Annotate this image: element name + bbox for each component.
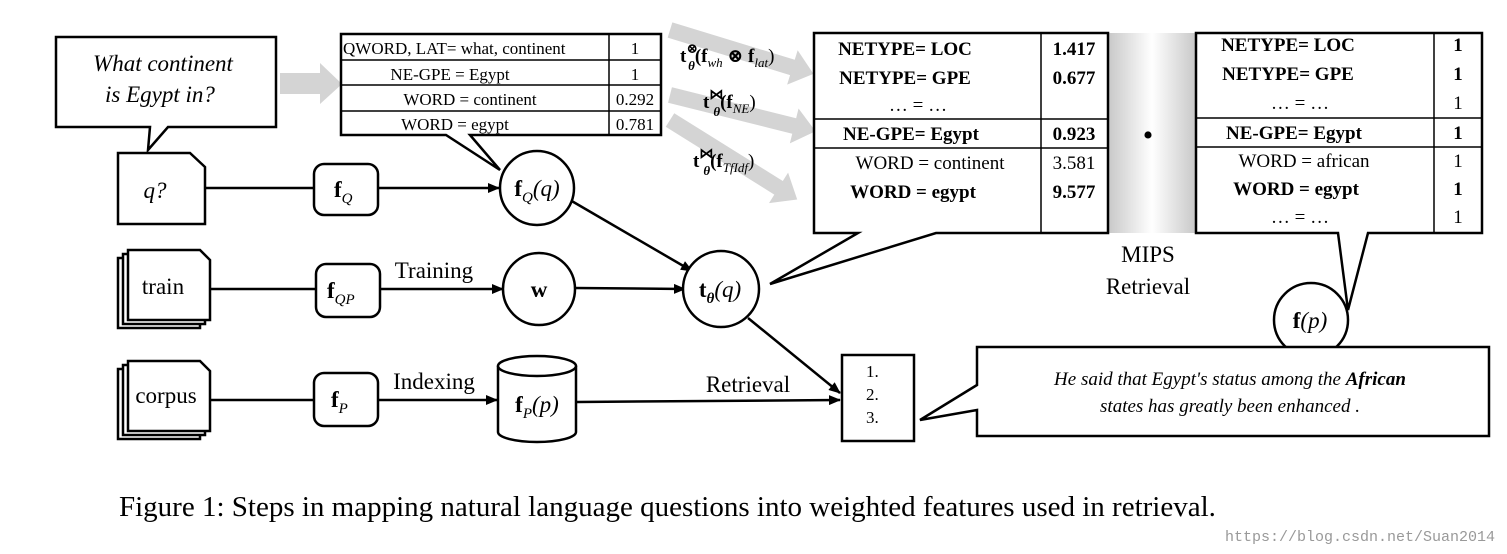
- circle-t-label: tθ(q): [699, 277, 741, 307]
- ptable-value-6: 1: [1453, 207, 1463, 228]
- doc-corpus-label: corpus: [135, 383, 196, 408]
- passage-line1: He said that Egypt's status among the Af…: [1053, 369, 1406, 390]
- circle-w-label: w: [531, 277, 548, 302]
- ptable-value-3: 1: [1453, 123, 1463, 144]
- doc-corpus: corpus: [116, 359, 212, 441]
- qtable-feature-2: WORD = continent: [403, 90, 537, 109]
- ptable-value-0: 1: [1453, 35, 1463, 56]
- result-item-2: 2.: [866, 385, 879, 404]
- dot-product-symbol: •: [1143, 119, 1154, 152]
- wtable-feature-2: … = …: [889, 95, 947, 116]
- qtable-value-0: 1: [631, 39, 640, 58]
- doc-corpus-layer-1: [126, 359, 212, 433]
- doc-train-layer-1: [126, 248, 212, 322]
- fn-box-fqp: fQP: [314, 262, 382, 319]
- wtable-value-0: 1.417: [1053, 39, 1096, 60]
- qtable-feature-1: NE-GPE = Egypt: [390, 65, 509, 84]
- qtable-feature-0: QWORD, LAT= what, continent: [343, 39, 566, 58]
- ptable-value-4: 1: [1453, 151, 1463, 172]
- training-label: Training: [395, 258, 474, 283]
- ptable-value-5: 1: [1453, 179, 1463, 200]
- qtable-feature-3: WORD = egypt: [401, 115, 509, 134]
- passage-bubble: He said that Egypt's status among the Af…: [919, 345, 1491, 438]
- gray-arrow-2: [668, 87, 816, 144]
- passage-feature-table: NETYPE= LOC 1 NETYPE= GPE 1 … = … 1 NE-G…: [1194, 31, 1484, 311]
- wtable-value-3: 0.923: [1053, 124, 1096, 145]
- mips-band: [1108, 33, 1196, 233]
- wtable-value-5: 9.577: [1053, 182, 1096, 203]
- doc-train-label: train: [142, 274, 185, 299]
- qtable-value-1: 1: [631, 65, 640, 84]
- wtable-feature-0: NETYPE= LOC: [838, 39, 972, 60]
- transform-label-2: t⋈θ(fNE): [703, 88, 756, 119]
- ptable-feature-0: NETYPE= LOC: [1221, 35, 1355, 56]
- transform-label-3: t⋈θ(fTfIdf): [693, 147, 754, 178]
- arrow-cylinder-to-results: [576, 395, 841, 406]
- retrieval-label: Retrieval: [706, 372, 790, 397]
- fn-fqp-label: fQP: [327, 278, 355, 308]
- qtable-value-2: 0.292: [616, 90, 654, 109]
- circle-fp-label: f(p): [1293, 308, 1328, 333]
- ptable-feature-1: NETYPE= GPE: [1222, 64, 1354, 85]
- figure-caption: Figure 1: Steps in mapping natural langu…: [119, 491, 1216, 523]
- wtable-value-1: 0.677: [1053, 68, 1096, 89]
- result-item-1: 1.: [866, 362, 879, 381]
- ptable-feature-5: WORD = egypt: [1233, 179, 1360, 200]
- fn-box-fq: fQ: [312, 162, 380, 217]
- circle-w: w: [501, 251, 577, 327]
- query-feature-table: QWORD, LAT= what, continent 1 NE-GPE = E…: [339, 32, 663, 172]
- mips-label-1: MIPS: [1121, 242, 1175, 267]
- gray-arrow-1: [667, 22, 814, 85]
- ptable-value-2: 1: [1453, 93, 1463, 114]
- result-item-3: 3.: [866, 408, 879, 427]
- fn-fq-label: fQ: [334, 177, 353, 207]
- watermark: https://blog.csdn.net/Suan2014: [1225, 529, 1495, 546]
- arrow-t-to-results: [747, 317, 841, 394]
- ptable-value-1: 1: [1453, 64, 1463, 85]
- ptable-feature-6: … = …: [1271, 207, 1329, 228]
- gray-arrow-3: [665, 113, 798, 204]
- question-bubble: What continent is Egypt in?: [54, 35, 278, 154]
- ptable-feature-3: NE-GPE= Egypt: [1226, 123, 1363, 144]
- circle-t: tθ(q): [681, 249, 761, 329]
- wtable-feature-3: NE-GPE= Egypt: [843, 124, 980, 145]
- wtable-feature-5: WORD = egypt: [850, 182, 977, 203]
- wtable-feature-4: WORD = continent: [856, 153, 1006, 174]
- cylinder-label: fP(p): [515, 392, 559, 422]
- question-line2: is Egypt in?: [105, 82, 215, 107]
- weighted-feature-table: NETYPE= LOC 1.417 NETYPE= GPE 0.677 … = …: [769, 31, 1110, 286]
- wtable-value-4: 3.581: [1053, 153, 1096, 174]
- mips-label-2: Retrieval: [1106, 274, 1190, 299]
- connection-arrows: [205, 183, 841, 406]
- doc-q-label: q?: [144, 178, 168, 203]
- transform-labels: t⊗θ(fwh ⊗ flat) t⋈θ(fNE) t⋈θ(fTfIdf): [680, 42, 774, 178]
- fn-box-fp: fP: [312, 371, 380, 428]
- arrow-w-to-t: [574, 283, 686, 294]
- doc-train: train: [116, 248, 212, 330]
- transform-label-1: t⊗θ(fwh ⊗ flat): [680, 42, 774, 73]
- passage-line2: states has greatly been enhanced .: [1100, 396, 1360, 417]
- circle-fq: fQ(q): [498, 149, 576, 227]
- circle-fq-label: fQ(q): [514, 176, 559, 206]
- qtable-value-3: 0.781: [616, 115, 654, 134]
- wtable-feature-1: NETYPE= GPE: [839, 68, 971, 89]
- gray-arrows: [280, 22, 816, 204]
- indexing-label: Indexing: [393, 369, 475, 394]
- results-box: 1. 2. 3.: [840, 353, 916, 443]
- arrow-fq-to-t: [569, 198, 693, 273]
- index-cylinder: fP(p): [496, 354, 578, 444]
- gray-arrow-question: [280, 63, 342, 104]
- ptable-feature-4: WORD = african: [1239, 151, 1370, 172]
- question-line1: What continent: [93, 51, 233, 76]
- circle-fp: f(p): [1272, 281, 1350, 359]
- fn-fp-label: fP: [331, 387, 348, 417]
- doc-q: q?: [116, 151, 207, 226]
- ptable-feature-2: … = …: [1271, 93, 1329, 114]
